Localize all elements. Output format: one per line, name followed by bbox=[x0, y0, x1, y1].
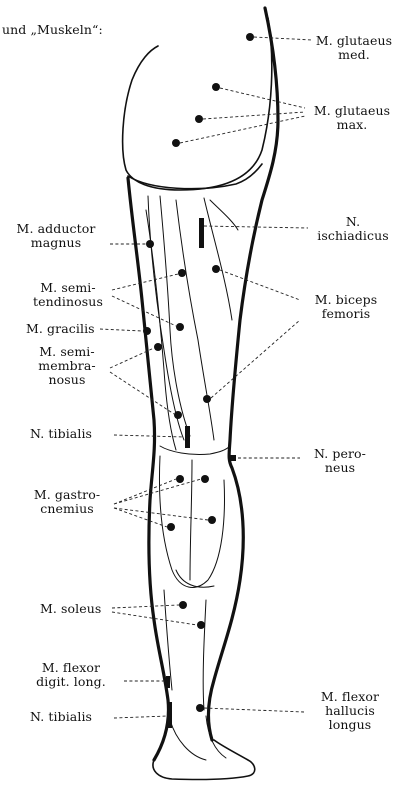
knee-crease bbox=[160, 446, 230, 455]
muscle-line-4 bbox=[204, 198, 232, 320]
leader-glutaeus-med bbox=[254, 37, 312, 40]
label-soleus: M. soleus bbox=[40, 602, 101, 616]
label-gastrocnemius: M. gastro- cnemius bbox=[20, 488, 114, 516]
caption-muskeln: und „Muskeln“: bbox=[2, 23, 103, 37]
point-semitendinosus-2 bbox=[176, 323, 184, 331]
point-gastrocnemius-1 bbox=[176, 475, 184, 483]
point-gracilis bbox=[143, 327, 151, 335]
label-biceps-femoris: M. biceps femoris bbox=[300, 293, 392, 321]
label-gracilis: M. gracilis bbox=[26, 322, 95, 336]
point-glutaeus-max-2 bbox=[195, 115, 203, 123]
leader-semitendinosus-a bbox=[112, 274, 178, 290]
leader-flexor-hallucis bbox=[204, 708, 304, 712]
label-flexor-digit: M. flexor digit. long. bbox=[20, 661, 122, 689]
point-glutaeus-max-1 bbox=[212, 83, 220, 91]
muscle-line-2 bbox=[160, 196, 190, 436]
point-glutaeus-med bbox=[246, 33, 254, 41]
muscle-line-3 bbox=[176, 200, 214, 440]
label-semimembranosus: M. semi- membra- nosus bbox=[22, 345, 112, 387]
calf-tendon-line bbox=[203, 600, 206, 710]
label-glutaeus-max: M. glutaeus max. bbox=[304, 104, 400, 132]
label-peroneus: N. pero- neus bbox=[300, 447, 380, 475]
label-glutaeus-med: M. glutaeus med. bbox=[308, 34, 400, 62]
label-tibialis-lower: N. tibialis bbox=[30, 710, 92, 724]
point-biceps-1 bbox=[212, 265, 220, 273]
gastrocnemius-median-line bbox=[190, 460, 192, 580]
point-gastrocnemius-4 bbox=[208, 516, 216, 524]
label-tibialis-upper: N. tibialis bbox=[30, 427, 92, 441]
glutaeus-contour bbox=[123, 18, 272, 190]
leader-biceps-b bbox=[211, 320, 300, 398]
label-adductor-magnus: M. adductor magnus bbox=[2, 222, 110, 250]
leader-tibialis-upper bbox=[114, 435, 184, 437]
calf-hatch bbox=[176, 570, 214, 587]
point-gastrocnemius-2 bbox=[201, 475, 209, 483]
point-semitendinosus-1 bbox=[178, 269, 186, 277]
leader-glutaeus-max-a bbox=[220, 88, 305, 108]
achilles-line bbox=[170, 720, 206, 760]
leader-gastrocnemius-a bbox=[114, 479, 176, 504]
label-flexor-hallucis: M. flexor hallucis longus bbox=[304, 690, 396, 732]
label-ischiadicus: N. ischiadicus bbox=[310, 215, 396, 243]
leader-soleus-a bbox=[112, 605, 179, 608]
nerve-marker-tibialis bbox=[185, 426, 190, 448]
nerve-marker-flexor-digit bbox=[166, 676, 170, 688]
nerve-marker-ischiadicus bbox=[199, 218, 204, 248]
point-flexor-hallucis bbox=[196, 704, 204, 712]
leader-tibialis-lower bbox=[114, 716, 168, 718]
point-gastrocnemius-3 bbox=[167, 523, 175, 531]
leader-gastrocnemius-c bbox=[114, 508, 167, 527]
leader-gastrocnemius-b bbox=[114, 479, 201, 504]
point-biceps-2 bbox=[203, 395, 211, 403]
point-glutaeus-max-3 bbox=[172, 139, 180, 147]
point-soleus-1 bbox=[179, 601, 187, 609]
medial-thigh-contour bbox=[128, 178, 168, 760]
nerve-marker-peroneus bbox=[230, 455, 236, 461]
muscle-line-6 bbox=[210, 200, 238, 230]
point-semimembranosus bbox=[154, 343, 162, 351]
leader-biceps-a bbox=[220, 270, 300, 300]
nerve-marker-tibialis-lower bbox=[168, 702, 172, 728]
point-adductor-magnus bbox=[146, 240, 154, 248]
label-semitendinosus: M. semi- tendinosus bbox=[20, 281, 116, 309]
point-semimembranosus-2 bbox=[174, 411, 182, 419]
leader-glutaeus-max-b bbox=[203, 112, 305, 119]
leader-gracilis bbox=[100, 329, 143, 331]
point-soleus-2 bbox=[197, 621, 205, 629]
